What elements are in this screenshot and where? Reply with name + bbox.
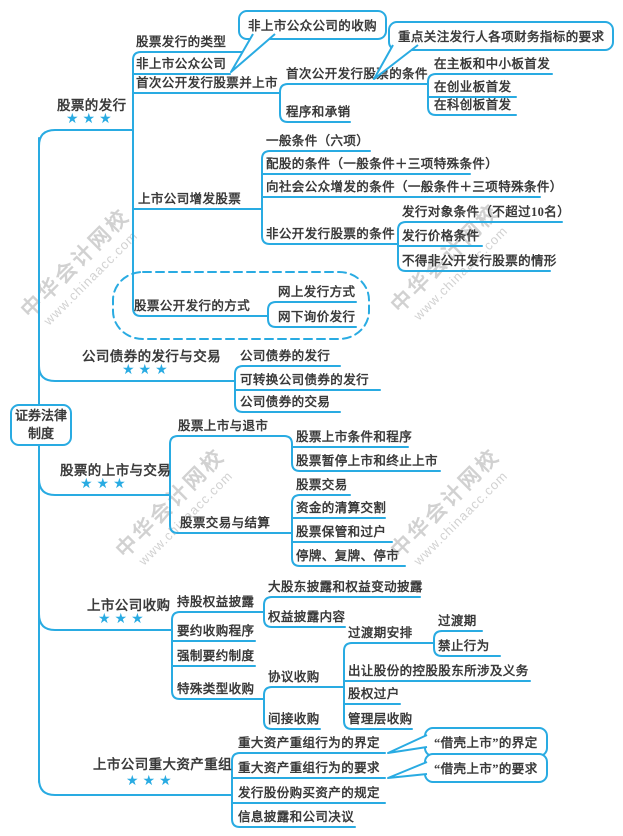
watermark: 中华会计网校 www.chinaacc.com	[4, 191, 156, 343]
connector-line	[132, 51, 142, 317]
callout-backdoor-listing-definition: “借壳上市”的界定	[424, 727, 548, 757]
mindmap-node: 首次公开发行股票并上市	[136, 76, 278, 90]
mindmap-node: 发行股份购买资产的规定	[238, 786, 380, 800]
mindmap-node: 上市公司增发股票	[138, 192, 242, 206]
mindmap-node: 网上发行方式	[278, 285, 356, 299]
watermark-url: www.chinaacc.com	[410, 223, 511, 324]
root-node: 证券法律制度	[10, 404, 72, 446]
mindmap-node: 要约收购程序	[177, 624, 255, 638]
mindmap-node: 配股的条件（一般条件＋三项特殊条件）	[266, 157, 499, 171]
mindmap-node: 禁止行为	[438, 639, 490, 653]
mindmap-node: 管理层收购	[348, 712, 413, 726]
mindmap-node: 停牌、复牌、停市	[296, 549, 400, 563]
mindmap-node: 在创业板首发	[434, 80, 512, 94]
mindmap-node: 一般条件（六项）	[266, 134, 370, 148]
mindmap-node: 股票上市与退市	[178, 419, 269, 433]
mindmap-node: 信息披露和公司决议	[238, 810, 355, 824]
mindmap-node: 资金的清算交割	[296, 501, 387, 515]
mindmap-node: 不得非公开发行股票的情形	[402, 254, 557, 268]
branch-major-asset-restructuring: 上市公司重大资产重组	[93, 757, 232, 772]
mindmap-node: 非上市公众公司	[136, 57, 227, 71]
stars-rating: ★★★	[126, 773, 176, 789]
connector-line	[38, 129, 134, 147]
stars-rating: ★★★	[66, 111, 116, 127]
connector-line	[267, 301, 277, 328]
stars-rating: ★★★	[80, 476, 130, 492]
mindmap-node: 发行对象条件（不超过10名）	[402, 205, 571, 219]
connector-line	[177, 435, 301, 472]
callout-nonlisted-acquisition: 非上市公众公司的收购	[238, 10, 388, 40]
watermark-text: 中华会计网校	[111, 444, 230, 563]
mindmap-node: 间接收购	[268, 712, 320, 726]
mindmap-node: 非公开发行股票的条件	[266, 227, 396, 241]
watermark-text: 中华会计网校	[16, 204, 135, 323]
mindmap-node: 股票上市条件和程序	[296, 430, 413, 444]
mindmap-node: 发行价格条件	[402, 229, 480, 243]
stars-rating: ★★★	[122, 362, 172, 378]
mindmap-node: 持股权益披露	[177, 595, 255, 609]
watermark-url: www.chinaacc.com	[40, 228, 141, 329]
mindmap-node: 出让股份的控股股东所涉及义务	[348, 664, 529, 678]
mindmap-node: 过渡期安排	[348, 626, 413, 640]
stars-rating: ★★★	[98, 611, 148, 627]
mindmap-node: 公司债券的交易	[240, 395, 331, 409]
mindmap-node: 协议收购	[268, 670, 320, 684]
mindmap-node: 在科创板首发	[434, 98, 512, 112]
mindmap-node: 首次公开发行股票的条件	[286, 67, 428, 81]
mindmap-node: 可转换公司债券的发行	[240, 373, 370, 387]
mindmap-node: 股票公开发行的方式	[134, 299, 251, 313]
branch-stock-issuance: 股票的发行	[57, 98, 127, 113]
mindmap-node: 公司债券的发行	[240, 349, 331, 363]
mindmap-node: 网下询价发行	[278, 310, 356, 324]
mindmap-node: 强制要约制度	[177, 649, 255, 663]
mindmap-node: 程序和承销	[286, 105, 351, 119]
mindmap-node: 重大资产重组行为的界定	[238, 736, 380, 750]
mindmap-node: 股票交易与结算	[180, 516, 271, 530]
mindmap-node: 向社会公众增发的条件（一般条件＋三项特殊条件）	[266, 180, 563, 194]
callout-tail	[387, 734, 428, 754]
callout-tail	[387, 761, 428, 779]
callout-backdoor-listing-requirements: “借壳上市”的要求	[424, 753, 548, 783]
mindmap-node: 重大资产重组行为的要求	[238, 761, 380, 775]
branch-company-acquisition: 上市公司收购	[87, 598, 171, 613]
mindmap-node: 股票暂停上市和终止上市	[296, 454, 438, 468]
mindmap-node: 股票保管和过户	[296, 525, 387, 539]
mindmap-node: 大股东披露和权益变动披露	[268, 580, 423, 594]
connector-line	[169, 435, 179, 534]
mindmap-node: 过渡期	[438, 614, 477, 628]
mindmap-node: 在主板和中小板首发	[434, 57, 551, 71]
mindmap-node: 权益披露内容	[268, 610, 346, 624]
watermark-url: www.chinaacc.com	[410, 468, 511, 569]
mindmap-node: 股票发行的类型	[136, 35, 227, 49]
watermark: 中华会计网校 www.chinaacc.com	[99, 431, 251, 583]
branch-listing-trading: 股票的上市与交易	[60, 463, 172, 478]
mindmap-node: 股权过户	[348, 687, 400, 701]
callout-financial-indicators: 重点关注发行人各项财务指标的要求	[388, 21, 615, 51]
mindmap-node: 特殊类型收购	[177, 682, 255, 696]
mindmap-node: 股票交易	[296, 478, 348, 492]
branch-corporate-bonds: 公司债券的发行与交易	[82, 349, 221, 364]
